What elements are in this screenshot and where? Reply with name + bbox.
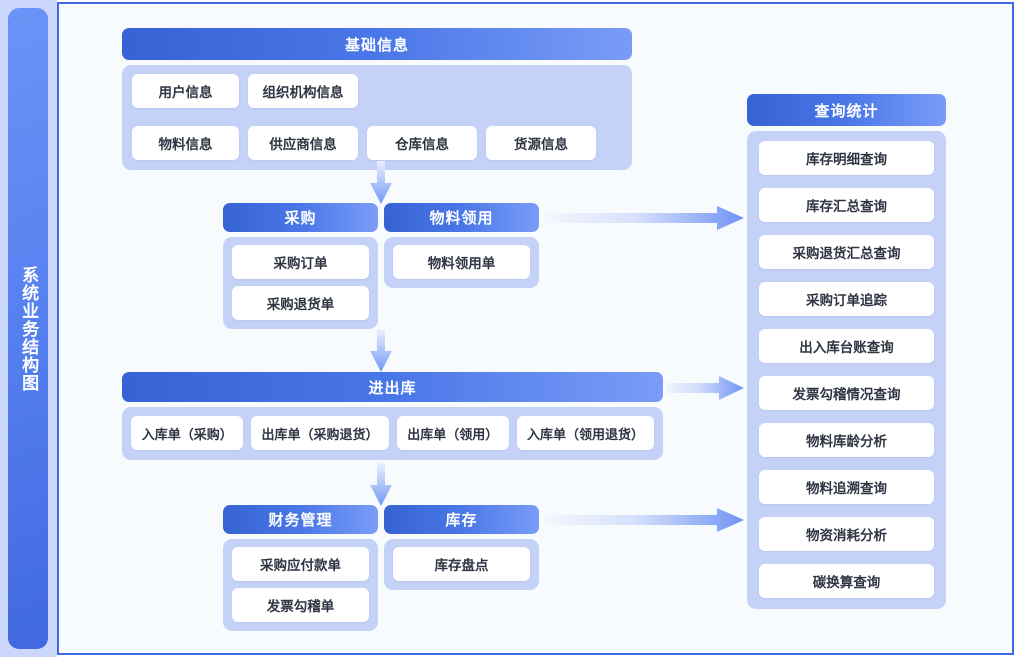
module-basic-info-title: 基础信息 <box>344 36 409 54</box>
module-finance-title: 财务管理 <box>268 512 333 529</box>
list-item[interactable]: 出库单（领用） <box>396 416 509 450</box>
list-item[interactable]: 发票勾稽情况查询 <box>759 376 934 410</box>
module-purchase-title: 采购 <box>284 210 317 227</box>
module-inventory-body: 库存盘点 <box>384 539 539 590</box>
list-item[interactable]: 仓库信息 <box>367 126 477 160</box>
module-purchase-header[interactable]: 采购 <box>223 203 378 232</box>
list-item[interactable]: 采购退货单 <box>232 286 369 320</box>
list-item[interactable]: 库存明细查询 <box>759 141 934 175</box>
list-item[interactable]: 入库单（领用退货） <box>516 416 654 450</box>
list-item[interactable]: 库存盘点 <box>393 547 530 581</box>
module-inbound-outbound-body: 入库单（采购） 出库单（采购退货） 出库单（领用） 入库单（领用退货） <box>122 407 663 460</box>
list-item[interactable]: 用户信息 <box>132 74 239 108</box>
list-item[interactable]: 采购订单追踪 <box>759 282 934 316</box>
list-item[interactable]: 出入库台账查询 <box>759 329 934 363</box>
list-item[interactable]: 采购订单 <box>232 245 369 279</box>
module-inbound-outbound: 进出库 入库单（采购） 出库单（采购退货） 出库单（领用） 入库单（领用退货） <box>122 372 663 460</box>
list-item[interactable]: 采购应付款单 <box>232 547 369 581</box>
module-inbound-outbound-title: 进出库 <box>368 379 417 397</box>
module-query-stats-header[interactable]: 查询统计 <box>747 94 946 126</box>
module-material-requisition-header[interactable]: 物料领用 <box>384 203 539 232</box>
diagram-canvas: 基础信息 用户信息 组织机构信息 物料信息 供应商信息 仓库信息 货源信息 <box>57 2 1014 655</box>
list-item[interactable]: 物资消耗分析 <box>759 517 934 551</box>
module-inventory-header[interactable]: 库存 <box>384 505 539 534</box>
list-item[interactable]: 供应商信息 <box>248 126 358 160</box>
list-item[interactable]: 货源信息 <box>486 126 596 160</box>
list-item[interactable]: 入库单（采购） <box>131 416 244 450</box>
module-material-requisition-title: 物料领用 <box>429 210 494 227</box>
module-basic-info-body: 用户信息 组织机构信息 物料信息 供应商信息 仓库信息 货源信息 <box>122 65 632 170</box>
diagram-title: 系统业务结构图 <box>19 265 39 392</box>
arrow-down-icon <box>370 161 392 204</box>
module-finance: 财务管理 采购应付款单 发票勾稽单 <box>223 505 378 631</box>
module-query-stats: 查询统计 库存明细查询 库存汇总查询 采购退货汇总查询 采购订单追踪 出入库台账… <box>747 94 946 609</box>
module-inbound-outbound-header[interactable]: 进出库 <box>122 372 663 402</box>
list-item[interactable]: 库存汇总查询 <box>759 188 934 222</box>
list-item[interactable]: 发票勾稽单 <box>232 588 369 622</box>
arrow-right-icon <box>545 508 744 532</box>
module-inventory-title: 库存 <box>445 512 478 529</box>
module-basic-info-header[interactable]: 基础信息 <box>122 28 632 60</box>
module-finance-header[interactable]: 财务管理 <box>223 505 378 534</box>
list-item[interactable]: 物料追溯查询 <box>759 470 934 504</box>
list-item[interactable]: 物料库龄分析 <box>759 423 934 457</box>
arrow-down-icon <box>370 463 392 506</box>
sidebar-title-rail: 系统业务结构图 <box>8 8 48 649</box>
list-item[interactable]: 采购退货汇总查询 <box>759 235 934 269</box>
module-query-stats-body: 库存明细查询 库存汇总查询 采购退货汇总查询 采购订单追踪 出入库台账查询 发票… <box>747 131 946 609</box>
module-purchase: 采购 采购订单 采购退货单 <box>223 203 378 329</box>
module-inventory: 库存 库存盘点 <box>384 505 539 590</box>
module-finance-body: 采购应付款单 发票勾稽单 <box>223 539 378 631</box>
arrow-right-icon <box>545 206 744 230</box>
list-item[interactable]: 物料信息 <box>132 126 239 160</box>
list-item[interactable]: 物料领用单 <box>393 245 530 279</box>
arrow-down-icon <box>370 329 392 372</box>
module-query-stats-title: 查询统计 <box>814 102 879 120</box>
module-basic-info: 基础信息 用户信息 组织机构信息 物料信息 供应商信息 仓库信息 货源信息 <box>122 28 632 170</box>
list-item[interactable]: 出库单（采购退货） <box>251 416 389 450</box>
module-material-requisition-body: 物料领用单 <box>384 237 539 288</box>
module-purchase-body: 采购订单 采购退货单 <box>223 237 378 329</box>
module-material-requisition: 物料领用 物料领用单 <box>384 203 539 288</box>
list-item[interactable]: 碳换算查询 <box>759 564 934 598</box>
list-item[interactable]: 组织机构信息 <box>248 74 358 108</box>
arrow-right-icon <box>667 376 744 400</box>
